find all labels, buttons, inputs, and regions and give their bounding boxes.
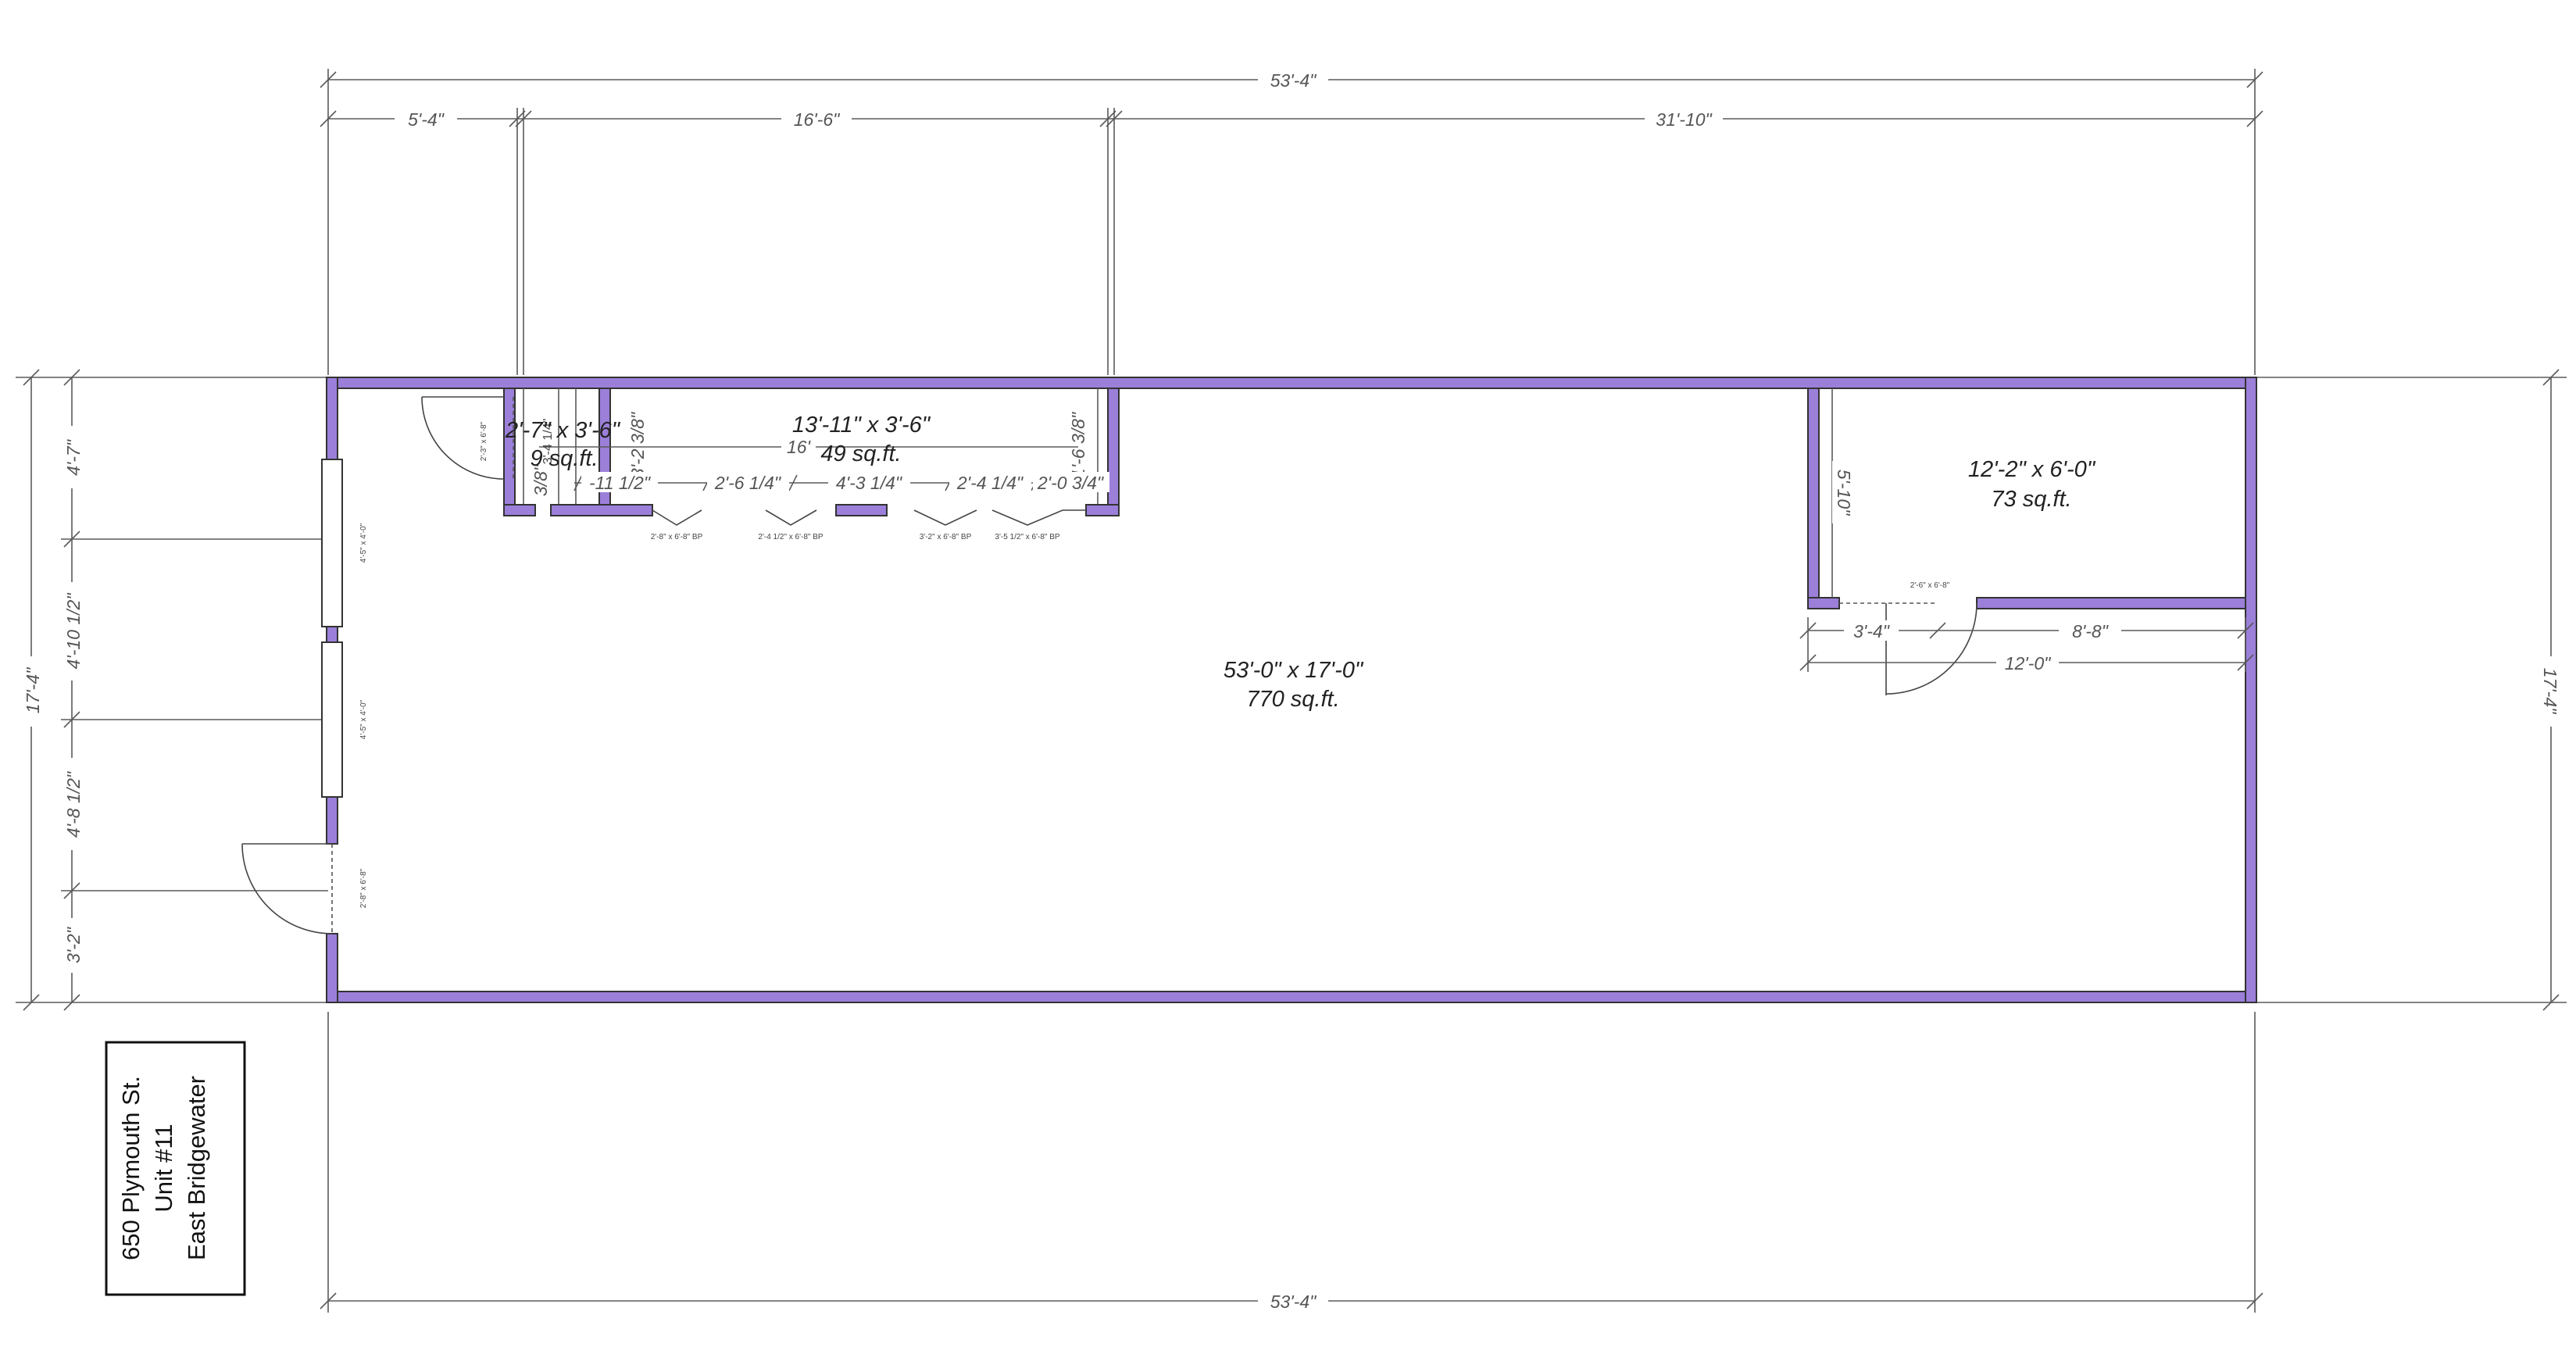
office-room: 12'-2" x 6'-0" 73 sq.ft. xyxy=(1968,457,2096,512)
overall-height-left-label: 17'-4" xyxy=(23,666,43,713)
closet-row-size: 13'-11" x 3'-6" xyxy=(792,413,931,438)
address-box: 650 Plymouth St. Unit #11 East Bridgewat… xyxy=(105,1041,246,1296)
segment-top-3-label: 31'-10" xyxy=(1656,109,1713,130)
left-segment-dimensions: 4'-7" 4'-10 1/2" 4'-8 1/2" 3'-2" xyxy=(61,369,328,1011)
main-room: 53'-0" x 17'-0" 770 sq.ft. xyxy=(1224,658,1364,712)
closet-bottom-dim-4: 2'-4 1/4" xyxy=(956,473,1024,493)
main-room-size: 53'-0" x 17'-0" xyxy=(1224,658,1364,683)
small-closet-size: 2'-7" x 3'-6" xyxy=(505,418,621,443)
right-overall-dimension: 17'-4" xyxy=(2255,369,2567,1011)
small-closet-door: 2'-3" x 6'-8" xyxy=(421,396,514,480)
office-dimensions: 5'-10" 3'-4" 8'-8" 12'-0" xyxy=(1799,388,2254,673)
window-1-label: 4'-5" x 4'-0" xyxy=(359,523,368,563)
office-area: 73 sq.ft. xyxy=(1991,487,2071,512)
closet-marker-label: 3/8" xyxy=(531,463,551,496)
office-seg-right-label: 8'-8" xyxy=(2072,621,2110,641)
closet-row-room: 13'-11" x 3'-6" 49 sq.ft. xyxy=(792,413,931,466)
office-seg-left-label: 3'-4" xyxy=(1853,621,1891,641)
overall-width-bottom-label: 53'-4" xyxy=(1270,1292,1317,1312)
left-segment-4-label: 3'-2" xyxy=(63,926,84,963)
closet-bottom-dim-1: -11 1/2" xyxy=(589,473,652,493)
closet-bottom-dim-3: 4'-3 1/4" xyxy=(836,473,903,493)
address-line-2: Unit #11 xyxy=(150,1124,177,1212)
overall-width-top-label: 53'-4" xyxy=(1270,70,1317,91)
window-2: 4'-5" x 4'-0" xyxy=(321,641,368,798)
left-overall-dimension: 17'-4" xyxy=(16,369,328,1011)
bifold-3-label: 3'-2" x 6'-8" BP xyxy=(920,533,972,541)
window-2-label: 4'-5" x 4'-0" xyxy=(359,699,368,739)
left-segment-3-label: 4'-8 1/2" xyxy=(63,770,84,838)
bifold-2-label: 2'-4 1/2" x 6'-8" BP xyxy=(758,533,824,541)
closet-left-height-label: 3'-2 3/8" xyxy=(627,411,648,478)
office-walls xyxy=(1807,388,2246,609)
address-line-3: East Bridgewater xyxy=(183,1076,210,1260)
bifold-1-label: 2'-8" x 6'-8" BP xyxy=(651,533,703,541)
office-door-label: 2'-6" x 6'-8" xyxy=(1910,581,1950,590)
closet-bottom-dim-2: 2'-6 1/4" xyxy=(714,473,782,493)
closet-right-height-label: 1'-6 3/8" xyxy=(1068,411,1088,478)
address-line-1: 650 Plymouth St. xyxy=(117,1076,145,1260)
office-door: 2'-6" x 6'-8" xyxy=(1839,581,1978,695)
closet-row-area: 49 sq.ft. xyxy=(820,441,901,466)
segment-top-1-label: 5'-4" xyxy=(408,109,445,130)
closet-inner-width-label: 16' xyxy=(787,437,812,457)
small-closet-room: 2'-7" x 3'-6" 9 sq.ft. xyxy=(505,418,621,471)
main-room-area: 770 sq.ft. xyxy=(1246,687,1339,712)
closet-bottom-dim-5: 2'-0 3/4" xyxy=(1037,473,1105,493)
entry-door-label: 2'-8" x 6'-8" xyxy=(359,868,368,908)
bifold-doors: 2'-8" x 6'-8" BP 2'-4 1/2" x 6'-8" BP 3'… xyxy=(651,509,1086,541)
top-segment-dimensions: 5'-4" 16'-6" 31'-10" xyxy=(320,108,2263,375)
small-closet-door-label: 2'-3" x 6'-8" xyxy=(480,421,488,461)
exterior-walls xyxy=(326,377,2257,1003)
bifold-4-label: 3'-5 1/2" x 6'-8" BP xyxy=(995,533,1060,541)
office-height-label: 5'-10" xyxy=(1834,470,1854,516)
closet-vertical-small-label: 3'-4 1/4" xyxy=(541,419,555,465)
window-1: 4'-5" x 4'-0" xyxy=(321,459,368,627)
top-overall-dimension: 53'-4" xyxy=(320,69,2263,375)
entry-door: 2'-8" x 6'-8" xyxy=(241,843,368,934)
segment-top-2-label: 16'-6" xyxy=(794,109,841,130)
office-size: 12'-2" x 6'-0" xyxy=(1968,457,2096,482)
left-segment-1-label: 4'-7" xyxy=(63,438,84,476)
left-segment-2-label: 4'-10 1/2" xyxy=(63,592,84,670)
closet-dimensions: 16' 3/8" 3'-4 1/4" 3'-2 3/8" 1'-6 3/8" -… xyxy=(523,388,1109,504)
office-width-label: 12'-0" xyxy=(2005,653,2052,673)
bottom-overall-dimension: 53'-4" xyxy=(320,1012,2263,1313)
small-closet-area: 9 sq.ft. xyxy=(530,446,598,471)
overall-height-right-label: 17'-4" xyxy=(2540,668,2560,715)
